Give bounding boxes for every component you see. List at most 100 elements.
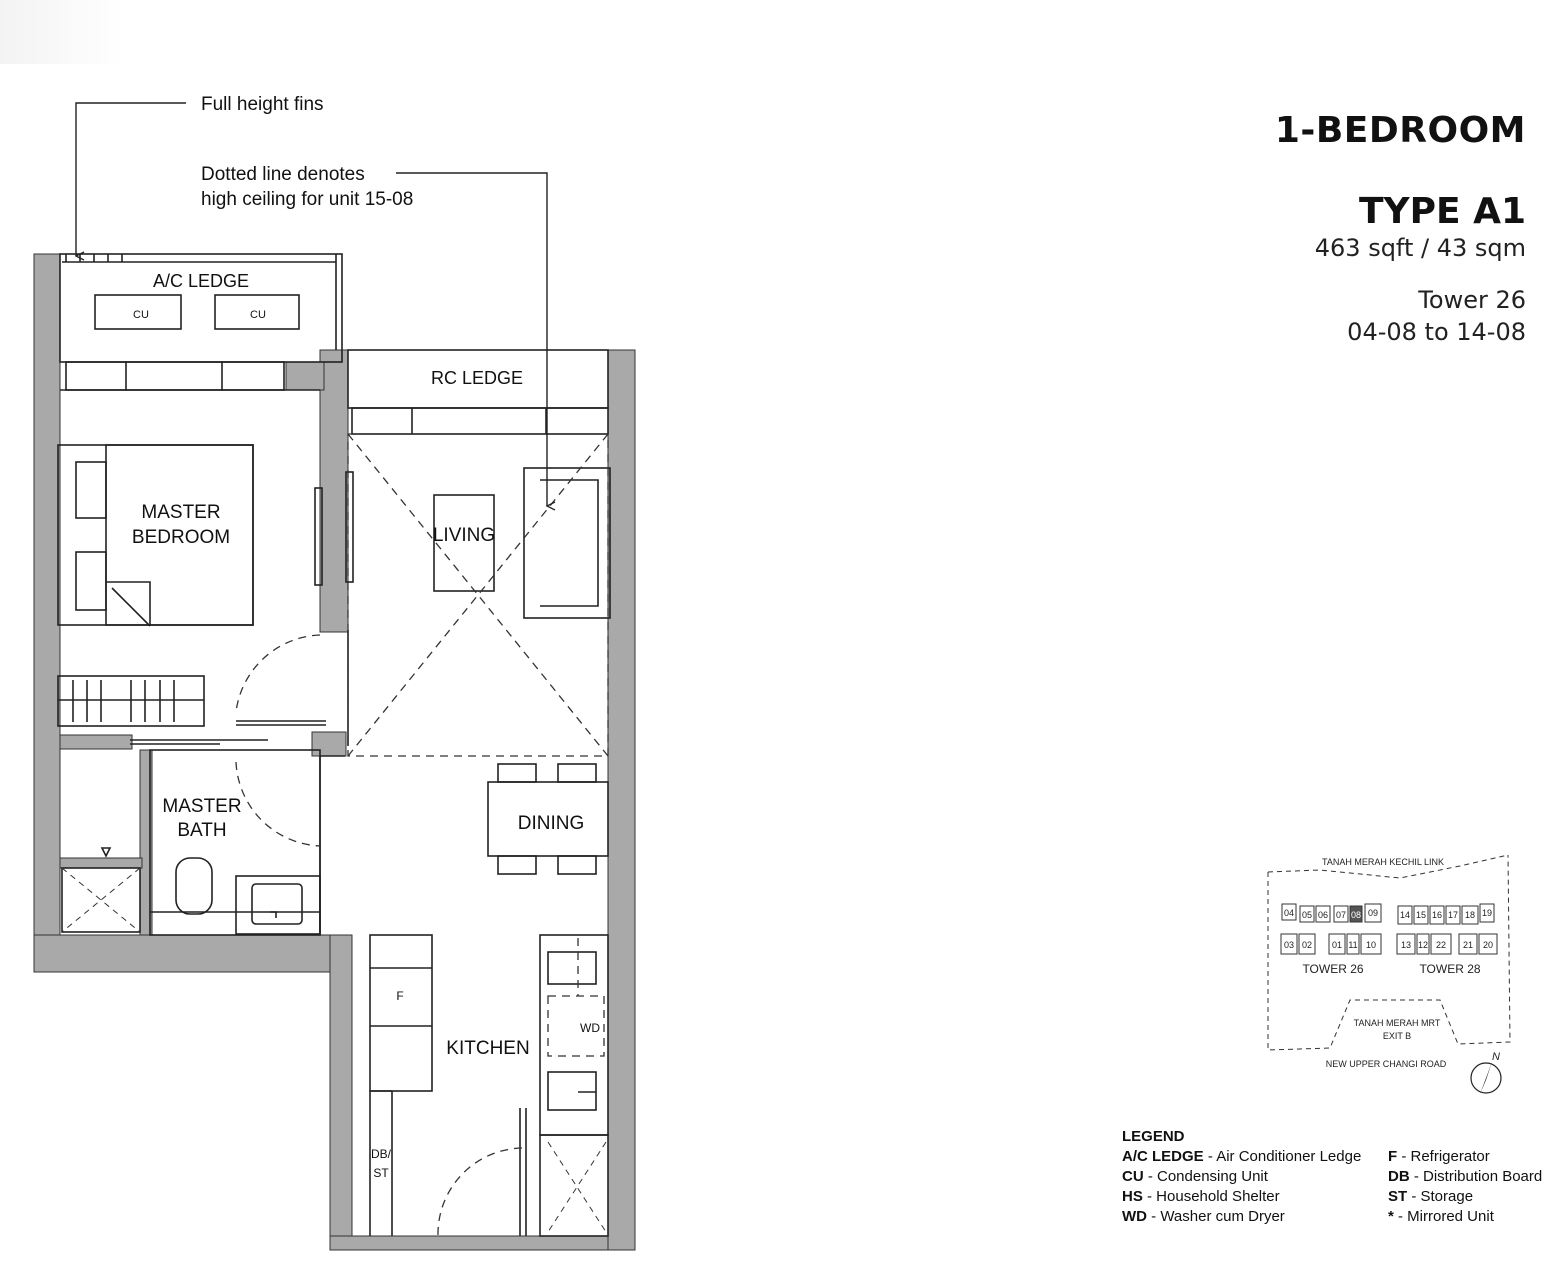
cu-label-2: CU	[250, 309, 266, 321]
legend: LEGEND A/C LEDGE - Air Conditioner Ledge…	[1122, 1127, 1552, 1227]
highlight-unit	[1349, 905, 1363, 923]
tower26-label: TOWER 26	[1302, 962, 1363, 976]
dotted-line-label-1: Dotted line denotes	[201, 164, 365, 185]
unit-number-label: 06	[1318, 910, 1328, 920]
unit-number-label: 19	[1482, 908, 1492, 918]
dining-table	[487, 781, 609, 857]
legend-item: ST - Storage	[1388, 1188, 1474, 1205]
dining-label: DINING	[518, 813, 585, 834]
legend-item: WD - Washer cum Dryer	[1122, 1208, 1285, 1225]
shelter	[61, 867, 141, 933]
unit-number-label: 22	[1436, 940, 1446, 950]
x-marks	[61, 867, 607, 1233]
unit-number-label: 21	[1463, 940, 1473, 950]
cu-2	[214, 294, 300, 330]
unit-type: TYPE A1	[1358, 191, 1526, 232]
wall-bottom-left	[33, 934, 335, 973]
mrt-label-1: TANAH MERAH MRT	[1354, 1018, 1441, 1028]
north-label: N	[1492, 1051, 1500, 1063]
tower28-label: TOWER 28	[1419, 962, 1480, 976]
corner-shade	[0, 0, 125, 64]
unit-number-label: 04	[1284, 908, 1294, 918]
unit-number-label: 03	[1284, 940, 1294, 950]
living-label: LIVING	[433, 525, 495, 546]
fridge-label: F	[396, 989, 403, 1003]
sink	[547, 1071, 597, 1111]
legend-left-column: A/C LEDGE - Air Conditioner Ledge CU - C…	[1122, 1147, 1388, 1227]
dotted-line-label-2: high ceiling for unit 15-08	[201, 189, 413, 210]
master-bedroom-label-2: BEDROOM	[132, 527, 230, 548]
wall-left	[33, 253, 61, 973]
dashed-lines	[235, 433, 609, 1237]
washer-dashed	[547, 995, 605, 1057]
high-ceiling-zone	[347, 433, 609, 757]
unit-number-label: 10	[1366, 940, 1376, 950]
mrt-label-2: EXIT B	[1383, 1031, 1411, 1041]
title-block: 1-BEDROOM TYPE A1 463 sqft / 43 sqm Towe…	[1275, 110, 1526, 346]
wall-right	[607, 349, 636, 1251]
toilet	[175, 857, 213, 915]
tower-label: Tower 26	[1418, 286, 1526, 314]
unit-number-label: 20	[1483, 940, 1493, 950]
st-label: ST	[373, 1166, 389, 1180]
fins-label: Full height fins	[201, 94, 324, 115]
wall-bottom-kitchen	[329, 1235, 633, 1251]
unit-number-label: 18	[1465, 910, 1475, 920]
master-bedroom-label-1: MASTER	[141, 502, 220, 523]
unit-number-label: 08	[1351, 910, 1361, 920]
unit-range: 04-08 to 14-08	[1347, 318, 1526, 346]
road-bottom-label: NEW UPPER CHANGI ROAD	[1326, 1059, 1447, 1069]
unit-number-label: 09	[1368, 908, 1378, 918]
shelter-marker	[100, 847, 112, 858]
north-arrow-icon	[1480, 1062, 1492, 1094]
wall-bath-internal	[139, 749, 153, 936]
wall-partition-top	[285, 361, 325, 391]
bath-outline	[149, 749, 321, 936]
wall-bath-top	[59, 734, 133, 750]
legend-item: HS - Household Shelter	[1122, 1188, 1280, 1205]
unit-number-label: 02	[1302, 940, 1312, 950]
legend-item: * - Mirrored Unit	[1388, 1208, 1494, 1225]
ac-ledge-label: A/C LEDGE	[153, 271, 249, 291]
washer-label: WD	[580, 1021, 600, 1035]
wall-kitchen-left	[329, 934, 353, 1251]
cu-1	[94, 294, 182, 330]
unit-number-label: 12	[1418, 940, 1428, 950]
leader-lines	[76, 102, 547, 506]
unit-number-label: 16	[1432, 910, 1442, 920]
unit-area: 463 sqft / 43 sqm	[1314, 234, 1526, 262]
wall-shelter-top	[59, 857, 143, 869]
site-plan: TANAH MERAH KECHIL LINK 04	[1267, 854, 1511, 1094]
unit-number-label: 01	[1332, 940, 1342, 950]
unit-number-label: 17	[1448, 910, 1458, 920]
cu-label-1: CU	[133, 309, 149, 321]
kitchen-counter	[539, 934, 609, 1136]
legend-title: LEGEND	[1122, 1128, 1185, 1145]
unit-number-label: 15	[1416, 910, 1426, 920]
wall-column	[311, 731, 347, 757]
unit-category: 1-BEDROOM	[1274, 110, 1526, 151]
legend-item: DB - Distribution Board	[1388, 1168, 1543, 1185]
hob	[547, 951, 597, 985]
sofa	[523, 467, 611, 619]
wall-partition	[319, 349, 349, 633]
basin	[251, 883, 303, 925]
unit-number-label: 05	[1302, 910, 1312, 920]
db-label: DB/	[371, 1147, 392, 1161]
unit-number-label: 13	[1401, 940, 1411, 950]
legend-item: F - Refrigerator	[1388, 1148, 1490, 1165]
unit-number-label: 14	[1400, 910, 1410, 920]
master-bath-label-2: BATH	[177, 820, 226, 841]
legend-item: A/C LEDGE - Air Conditioner Ledge	[1122, 1148, 1362, 1165]
legend-right-column: F - Refrigerator DB - Distribution Board…	[1388, 1147, 1548, 1227]
compass-icon	[1470, 1062, 1502, 1094]
fridge-area	[369, 934, 433, 1092]
master-bath-label-1: MASTER	[162, 796, 241, 817]
legend-item: CU - Condensing Unit	[1122, 1168, 1268, 1185]
road-top-label: TANAH MERAH KECHIL LINK	[1322, 857, 1444, 867]
tv-table	[433, 494, 495, 592]
structure-lines	[57, 253, 611, 1237]
unit-number-label: 07	[1336, 910, 1346, 920]
kitchen-label: KITCHEN	[446, 1038, 529, 1059]
walls	[33, 253, 636, 1251]
